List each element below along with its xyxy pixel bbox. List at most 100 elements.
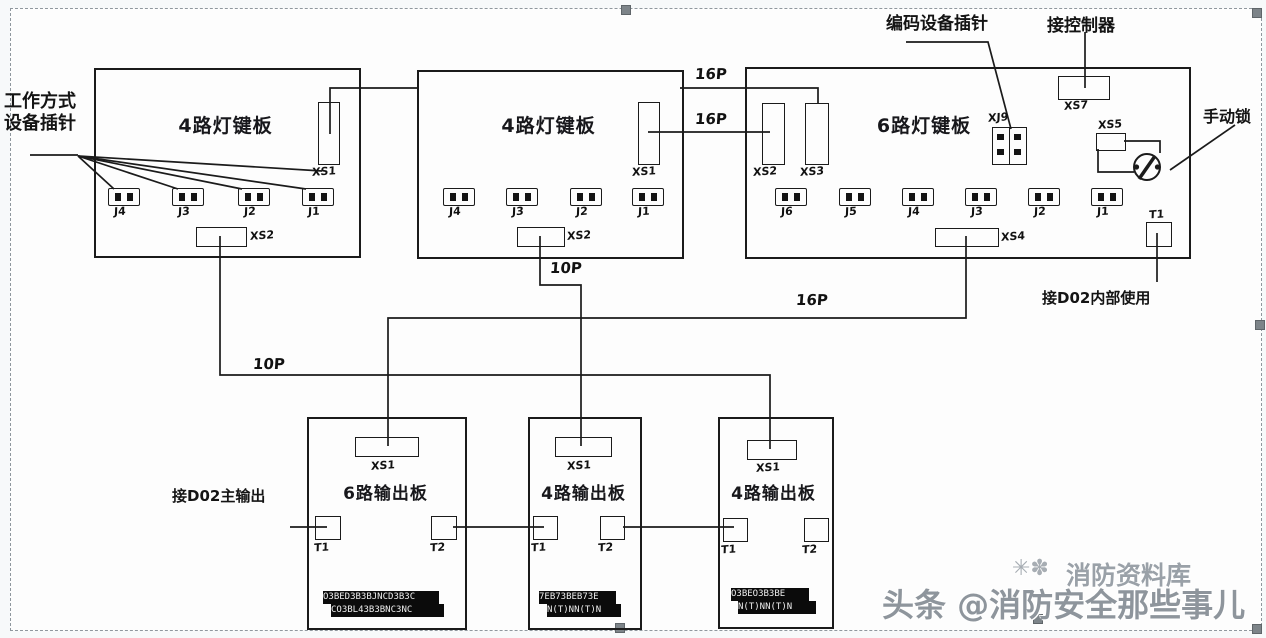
work-mode-fan-lines: [30, 154, 323, 190]
board3-jack-j5: [839, 188, 871, 206]
board3-j1-label: J1: [1096, 204, 1109, 219]
board2-j2-label: J2: [575, 204, 588, 219]
manual-lock-icon: [1097, 124, 1236, 181]
board1-j2-label: J2: [243, 204, 256, 219]
output3-t1-label: T1: [720, 542, 737, 557]
board3-j3-label: J3: [970, 204, 983, 219]
output3-title: 4路输出板: [731, 484, 816, 504]
leader-manual-lock: [1169, 124, 1236, 171]
d02-internal-label: 接D02内部使用: [1042, 289, 1151, 307]
watermark-credit: 头条 @消防安全那些事儿: [882, 586, 1246, 624]
board3-xs2-label: XS2: [752, 164, 778, 179]
output3-t2-label: T2: [801, 542, 818, 557]
board-4way-output-1: [528, 417, 642, 630]
selection-handle-right[interactable]: [1255, 320, 1265, 330]
board3-xs7-label: XS7: [1063, 98, 1089, 113]
board-4way-keypad-1: [94, 68, 361, 258]
board1-xs2-connector: [196, 227, 247, 247]
wire-board2-to-board3-16p: [680, 87, 819, 104]
board3-xs7-connector: [1058, 76, 1110, 100]
output2-terminal-strip-row2: N(T)NN(T)N: [547, 604, 621, 617]
board1-jack-j4: [108, 188, 140, 206]
wire-label-10p-left: 10P: [252, 355, 286, 373]
output3-t1-connector: [723, 518, 748, 542]
board2-jack-j4: [443, 188, 475, 206]
board3-j4-label: J4: [907, 204, 920, 219]
board3-xs5-label: XS5: [1097, 117, 1123, 132]
board3-title: 6路灯键板: [876, 115, 972, 137]
output2-title: 4路输出板: [541, 484, 626, 504]
board-6way-keypad: [745, 67, 1191, 259]
board3-xs3-label: XS3: [799, 164, 825, 179]
board3-jack-j4: [902, 188, 934, 206]
board1-jack-j3: [172, 188, 204, 206]
board3-j5-label: J5: [844, 204, 857, 219]
output1-t2-connector: [431, 516, 457, 540]
selection-handle-top-right[interactable]: [1252, 8, 1262, 18]
board2-jack-j2: [570, 188, 602, 206]
board-6way-output: [307, 417, 467, 630]
wire-label-16p-top2: 16P: [694, 110, 728, 128]
output2-t2-connector: [600, 516, 625, 540]
board2-xs1-label: XS1: [631, 164, 657, 179]
d02-main-output-label: 接D02主输出: [172, 487, 266, 505]
board1-xs1-connector: [318, 102, 340, 165]
board3-xs4-connector: [935, 228, 999, 247]
board3-xj9-connector-b: [1009, 127, 1027, 165]
encoder-pins-label: 编码设备插针: [886, 14, 988, 34]
board2-xs2-connector: [517, 227, 565, 247]
board1-j4-label: J4: [113, 204, 126, 219]
board1-xs1-label: XS1: [311, 164, 337, 179]
board3-xs3-connector: [805, 103, 829, 165]
output2-xs1-label: XS1: [566, 458, 592, 473]
board1-j1-label: J1: [307, 204, 320, 219]
board3-jack-j6: [775, 188, 807, 206]
output1-xs1-label: XS1: [370, 458, 396, 473]
output2-t1-label: T1: [530, 540, 547, 555]
board1-j3-label: J3: [177, 204, 190, 219]
work-mode-label-line1: 工作方式: [4, 91, 76, 112]
board3-j6-label: J6: [780, 204, 793, 219]
wire-label-16p-mid: 16P: [795, 291, 829, 309]
board3-xs2-connector: [762, 103, 785, 165]
selection-handle-extra[interactable]: [1033, 614, 1043, 624]
board-4way-keypad-2: [417, 70, 684, 259]
board2-j1-label: J1: [637, 204, 650, 219]
board3-j2-label: J2: [1033, 204, 1046, 219]
board-4way-output-2: [718, 417, 834, 629]
board3-xj9-label: XJ9: [987, 110, 1009, 125]
board3-xs4-label: XS4: [1000, 229, 1026, 244]
board3-jack-j1: [1091, 188, 1123, 206]
board2-xs1-connector: [638, 102, 660, 165]
wire-label-16p-top1: 16P: [694, 65, 728, 83]
wire-board1-to-board2: [329, 87, 417, 134]
board2-xs2-label: XS2: [566, 228, 592, 243]
board2-j3-label: J3: [511, 204, 524, 219]
wire-16p-mid: [387, 236, 967, 446]
output2-terminal-strip-row1: 7EB73BEB73E: [539, 591, 616, 604]
work-mode-label-line2: 设备插针: [4, 113, 76, 134]
board1-jack-j2: [238, 188, 270, 206]
output2-t1-connector: [533, 516, 558, 540]
output3-t2-connector: [804, 518, 829, 542]
board2-j4-label: J4: [448, 204, 461, 219]
selection-handle-bottom-right[interactable]: [1252, 624, 1262, 634]
output1-xs1-connector: [355, 437, 419, 457]
output1-t1-label: T1: [313, 540, 330, 555]
selection-handle-top[interactable]: [621, 5, 631, 15]
board1-title: 4路灯键板: [178, 115, 273, 137]
output1-terminal-strip-row1: O3BED3B3BJNCD3B3C: [323, 591, 439, 604]
board3-t1-label: T1: [1148, 207, 1165, 222]
output1-t2-label: T2: [429, 540, 446, 555]
board1-jack-j1: [302, 188, 334, 206]
output3-xs1-connector: [747, 440, 797, 460]
board3-jack-j2: [1028, 188, 1060, 206]
board2-jack-j1: [632, 188, 664, 206]
manual-lock-label: 手动锁: [1203, 107, 1252, 126]
board3-jack-j3: [965, 188, 997, 206]
wire-10p-center: [539, 236, 582, 446]
output1-title: 6路输出板: [343, 484, 428, 504]
board1-xs2-label: XS2: [249, 228, 275, 243]
